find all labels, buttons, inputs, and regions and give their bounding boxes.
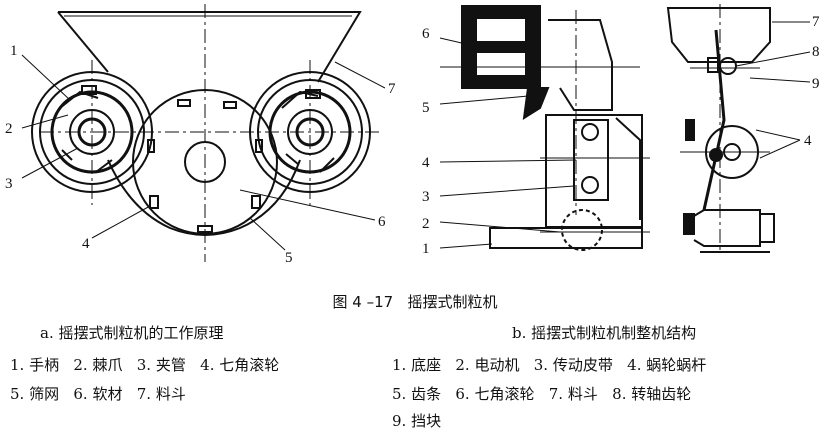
hopper <box>57 11 362 83</box>
front-callout-4: 4 <box>804 133 812 149</box>
left-legend-line-1: 1. 手柄 2. 棘爪 3. 夹管 4. 七角滚轮 <box>10 356 280 374</box>
screen-mesh <box>107 159 301 236</box>
left-callout-4: 4 <box>82 236 90 252</box>
left-callout-6: 6 <box>378 214 386 230</box>
right-legend-line-1: 1. 底座 2. 电动机 3. 传动皮带 4. 蜗轮蜗杆 <box>392 356 707 374</box>
left-subtitle: a. 摇摆式制粒机的工作原理 <box>40 324 224 342</box>
right-legend-line-2: 5. 齿条 6. 七角滚轮 7. 料斗 8. 转轴齿轮 <box>392 385 692 403</box>
figure-drawing: 1 2 3 4 5 6 7 <box>5 4 820 266</box>
left-legend-line-2: 5. 筛网 6. 软材 7. 料斗 <box>10 385 186 403</box>
front-callout-9: 9 <box>812 76 820 92</box>
right-subtitle: b. 摇摆式制粒机制整机结构 <box>512 324 697 342</box>
right-callout-6: 6 <box>422 26 430 42</box>
figure-title: 摇摆式制粒机 <box>407 293 498 311</box>
right-side-callouts: 6 5 4 3 2 1 <box>422 26 430 257</box>
right-callout-5: 5 <box>422 100 430 116</box>
front-callout-7: 7 <box>812 14 820 30</box>
left-callout-3: 3 <box>5 176 13 192</box>
left-diagram <box>21 4 386 262</box>
figure-caption: 图 4 –17 摇摆式制粒机 <box>0 291 830 312</box>
right-callout-4: 4 <box>422 155 430 171</box>
left-callout-5: 5 <box>285 250 293 266</box>
left-handle-wheel <box>31 71 153 193</box>
front-callout-8: 8 <box>812 44 820 60</box>
right-callout-2: 2 <box>422 216 430 232</box>
figure-number: 图 4 –17 <box>332 293 394 311</box>
left-callouts: 1 2 3 4 5 6 7 <box>5 43 396 266</box>
right-side-view <box>439 5 650 251</box>
right-front-callouts: 7 8 9 4 <box>804 14 820 149</box>
right-legend-line-3: 9. 挡块 <box>392 412 442 430</box>
left-callout-2: 2 <box>5 121 13 137</box>
left-callout-7: 7 <box>388 81 396 97</box>
left-callout-1: 1 <box>10 43 18 59</box>
right-callout-3: 3 <box>422 189 430 205</box>
right-front-view <box>666 4 811 253</box>
right-callout-1: 1 <box>422 241 430 257</box>
